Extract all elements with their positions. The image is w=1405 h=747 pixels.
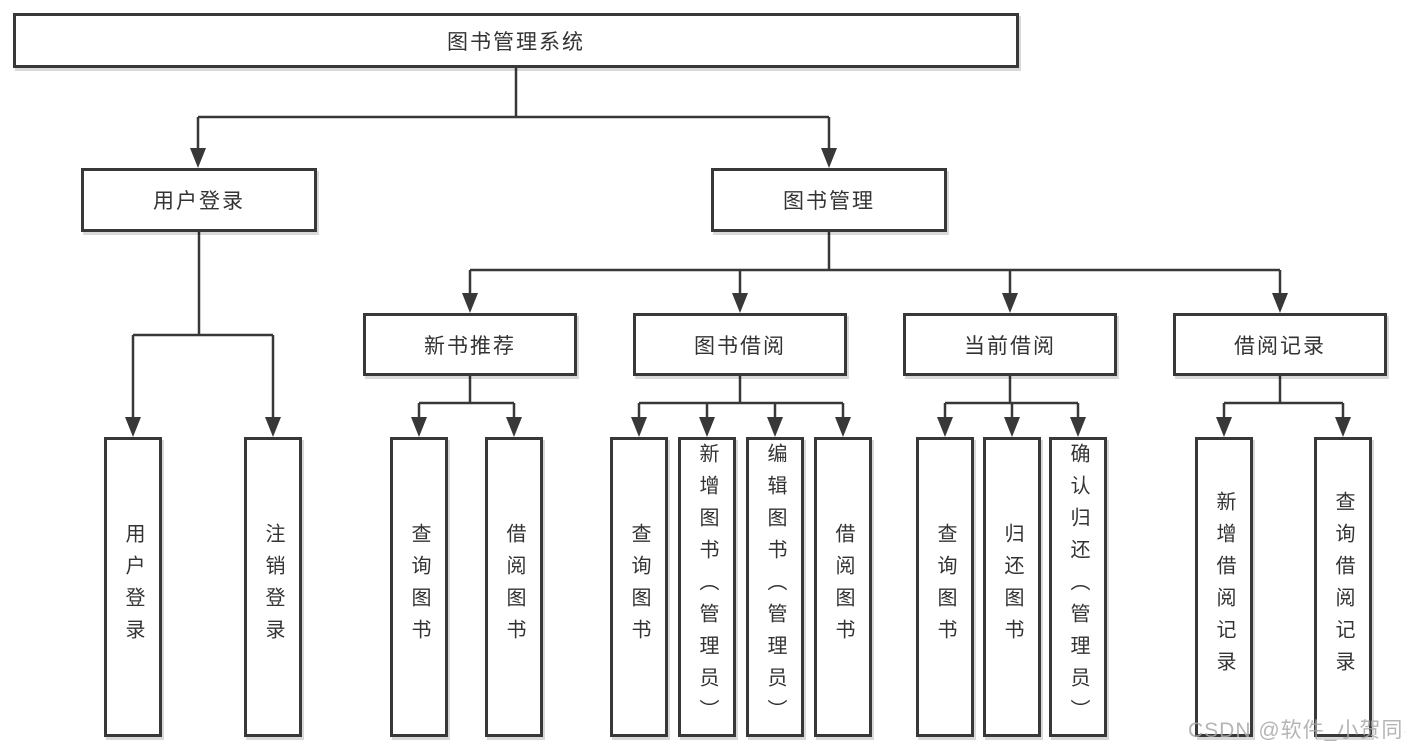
node-query-books-recommend: 查询图书 xyxy=(390,437,448,737)
node-confirm-return-admin: 确认归还（管理员） xyxy=(1049,437,1107,737)
node-label: 新书推荐 xyxy=(424,334,516,358)
node-add-books-admin: 新增图书（管理员） xyxy=(678,437,736,737)
node-edit-books-admin: 编辑图书（管理员） xyxy=(746,437,804,737)
node-label: 查询图书 xyxy=(408,523,430,651)
node-current-borrowing: 当前借阅 xyxy=(903,313,1117,376)
node-label: 图书管理 xyxy=(783,190,875,213)
node-label: 查询图书 xyxy=(934,523,956,651)
node-new-book-recommendation: 新书推荐 xyxy=(363,313,577,376)
node-label: 新增图书（管理员） xyxy=(696,443,718,731)
node-label: 借阅图书 xyxy=(832,523,854,651)
node-add-borrow-record: 新增借阅记录 xyxy=(1195,437,1253,737)
csdn-watermark: CSDN @软件_小贺同学 xyxy=(1188,719,1405,742)
node-library-management-system: 图书管理系统 xyxy=(13,13,1019,68)
node-label: 图书管理系统 xyxy=(447,30,585,54)
node-label: 查询借阅记录 xyxy=(1332,491,1354,683)
node-label: 图书借阅 xyxy=(694,334,786,358)
node-logout: 注销登录 xyxy=(244,437,302,737)
node-return-books: 归还图书 xyxy=(983,437,1041,737)
node-label: 编辑图书（管理员） xyxy=(764,443,786,731)
node-borrow-books-recommend: 借阅图书 xyxy=(485,437,543,737)
node-label: 归还图书 xyxy=(1001,523,1023,651)
node-label: 用户登录 xyxy=(153,190,245,213)
node-user-login-group: 用户登录 xyxy=(81,168,317,232)
node-book-management: 图书管理 xyxy=(711,168,947,232)
node-label: 借阅图书 xyxy=(503,523,525,651)
node-label: 当前借阅 xyxy=(964,334,1056,358)
node-label: 用户登录 xyxy=(122,523,144,651)
node-label: 确认归还（管理员） xyxy=(1067,443,1089,731)
node-label: 查询图书 xyxy=(628,523,650,651)
node-user-login-action: 用户登录 xyxy=(104,437,162,737)
node-borrow-books-borrowing: 借阅图书 xyxy=(814,437,872,737)
node-label: 注销登录 xyxy=(262,523,284,651)
node-query-books-borrowing: 查询图书 xyxy=(610,437,668,737)
node-label: 新增借阅记录 xyxy=(1213,491,1235,683)
node-query-borrow-record: 查询借阅记录 xyxy=(1314,437,1372,737)
node-borrowing-records: 借阅记录 xyxy=(1173,313,1387,376)
node-label: 借阅记录 xyxy=(1234,334,1326,358)
node-query-books-current: 查询图书 xyxy=(916,437,974,737)
node-book-borrowing: 图书借阅 xyxy=(633,313,847,376)
